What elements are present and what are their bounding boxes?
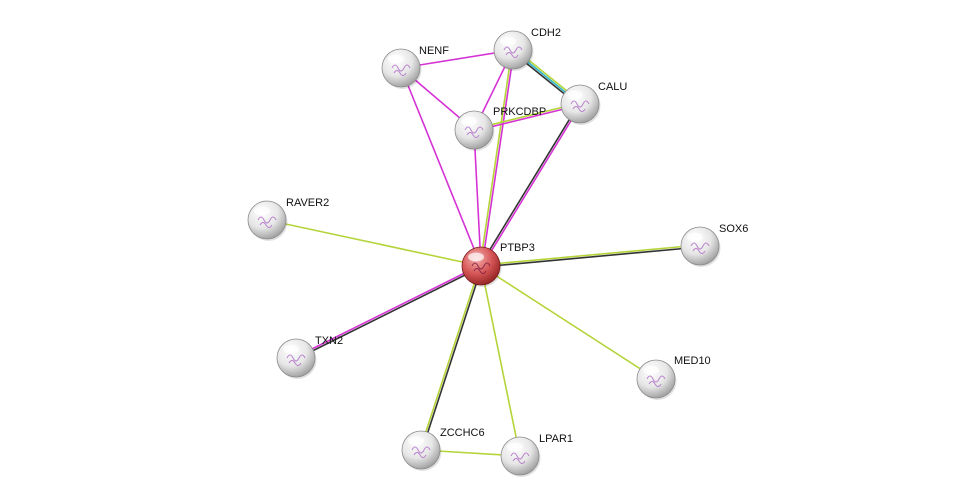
node-highlight: [461, 116, 477, 126]
edge-line-experiments: [481, 50, 515, 267]
edge-line-experiments: [473, 129, 482, 267]
node-sphere: [560, 84, 600, 124]
node-label: TXN2: [315, 335, 343, 347]
node-highlight: [388, 54, 404, 64]
edge-ptbp3-nenf[interactable]: [400, 67, 482, 267]
node-sphere: [381, 48, 421, 88]
node-label: CALU: [598, 81, 627, 93]
node-sphere: [461, 246, 501, 286]
protein-structure-icon: [464, 126, 484, 138]
node-label: MED10: [674, 355, 711, 367]
edge-line-textmining: [419, 265, 481, 450]
node-highlight: [687, 232, 703, 242]
node-highlight: [500, 36, 516, 46]
protein-structure-icon: [257, 216, 277, 228]
edge-line-textmining: [480, 244, 700, 266]
node-highlight: [468, 252, 484, 262]
node-ptbp3[interactable]: PTBP3: [461, 242, 535, 287]
node-sphere: [454, 110, 494, 150]
edge-ptbp3-calu[interactable]: [479, 103, 582, 267]
protein-structure-icon: [503, 46, 523, 58]
protein-structure-icon: [646, 375, 666, 387]
node-label: RAVER2: [286, 197, 329, 209]
node-prkcdbp[interactable]: PRKCDBP: [454, 106, 546, 151]
node-lpar1[interactable]: LPAR1: [500, 433, 573, 477]
node-highlight: [643, 365, 659, 375]
edge-ptbp3-med10[interactable]: [480, 265, 657, 380]
edge-ptbp3-sox6[interactable]: [480, 244, 701, 268]
node-label: SOX6: [719, 223, 748, 235]
node-sphere: [636, 359, 676, 399]
edge-ptbp3-txn2[interactable]: [295, 264, 482, 360]
node-label: CDH2: [531, 27, 561, 39]
protein-structure-icon: [510, 452, 530, 464]
protein-structure-icon: [471, 262, 491, 274]
node-zcchc6[interactable]: ZCCHC6: [401, 427, 485, 471]
node-sphere: [401, 430, 441, 470]
protein-structure-icon: [690, 242, 710, 254]
node-cdh2[interactable]: CDH2: [493, 27, 561, 71]
protein-structure-icon: [570, 100, 590, 112]
node-sphere: [680, 226, 720, 266]
node-nenf[interactable]: NENF: [381, 45, 449, 89]
edge-line-textmining: [479, 49, 513, 266]
edge-line-experiments: [481, 104, 582, 267]
edge-line-experiments: [400, 67, 482, 267]
node-txn2[interactable]: TXN2: [276, 335, 343, 379]
edge-line-coexpression: [296, 266, 482, 360]
node-highlight: [408, 436, 424, 446]
node-sphere: [247, 200, 287, 240]
edge-line-coexpression: [481, 246, 701, 268]
node-highlight: [283, 344, 299, 354]
edge-ptbp3-zcchc6[interactable]: [419, 265, 483, 451]
node-sphere: [493, 30, 533, 70]
node-sphere: [276, 338, 316, 378]
node-sox6[interactable]: SOX6: [680, 223, 748, 267]
edge-ptbp3-lpar1[interactable]: [480, 265, 521, 457]
edge-line-coexpression: [421, 266, 483, 451]
edge-line-textmining: [266, 219, 482, 267]
node-label: LPAR1: [539, 433, 573, 445]
protein-structure-icon: [286, 354, 306, 366]
edge-line-textmining: [480, 265, 521, 457]
node-raver2[interactable]: RAVER2: [247, 197, 329, 241]
node-calu[interactable]: CALU: [560, 81, 627, 125]
node-highlight: [254, 206, 270, 216]
edge-line-coexpression: [479, 103, 580, 266]
edge-ptbp3-prkcdbp[interactable]: [473, 129, 482, 267]
edge-line-experiments: [295, 264, 481, 358]
node-highlight: [567, 90, 583, 100]
node-sphere: [500, 436, 540, 476]
node-label: PRKCDBP: [493, 106, 546, 118]
protein-structure-icon: [411, 446, 431, 458]
edge-ptbp3-cdh2[interactable]: [479, 49, 515, 267]
protein-structure-icon: [391, 64, 411, 76]
node-label: ZCCHC6: [440, 427, 485, 439]
edge-ptbp3-raver2[interactable]: [266, 219, 482, 267]
edge-line-textmining: [480, 265, 657, 380]
node-label: NENF: [419, 45, 449, 57]
node-highlight: [507, 442, 523, 452]
node-label: PTBP3: [500, 242, 535, 254]
node-med10[interactable]: MED10: [636, 355, 711, 400]
